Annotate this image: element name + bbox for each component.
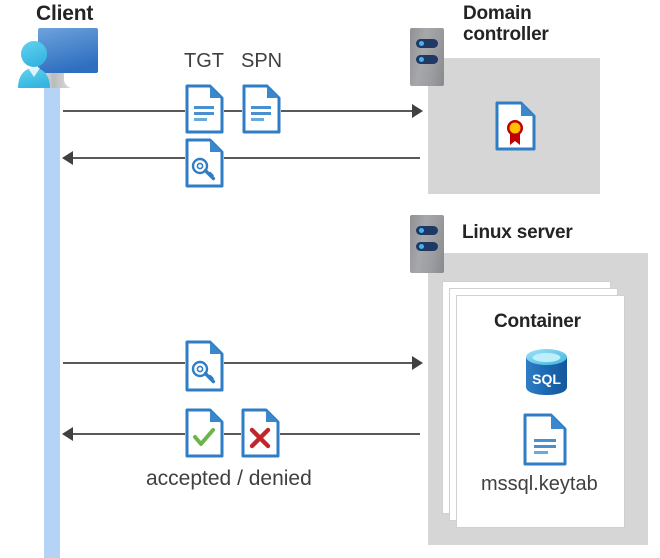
container-title: Container [494,311,581,332]
document-check-icon-accepted [185,408,224,458]
document-icon-tgt [185,84,224,134]
flow-arrowhead-client-to-linux [412,356,423,370]
flow-line-dc-to-client [72,157,420,159]
server-rack-icon-linux-server [410,215,444,273]
document-certificate-icon [495,101,536,151]
flow-arrowhead-dc-to-client [62,151,73,165]
flow-line-client-to-dc [63,110,413,112]
document-cross-icon-denied [241,408,280,458]
flow-arrowhead-client-to-dc [412,104,423,118]
keytab-filename-label: mssql.keytab [481,473,598,495]
sql-database-icon: SQL [524,348,569,396]
domain-controller-title: Domain controller [463,3,549,46]
sql-database-label: SQL [532,371,561,387]
document-icon-keytab [523,413,567,466]
server-rack-icon-domain-controller [410,28,444,86]
linux-server-title: Linux server [462,222,573,243]
flow-arrowhead-linux-to-client [62,427,73,441]
document-key-icon-ticket-bottom [185,340,224,392]
client-lifeline [44,64,60,558]
accepted-denied-label: accepted / denied [146,467,312,490]
document-key-icon-ticket-top [185,138,224,188]
flow-line-client-to-linux [63,362,413,364]
document-icon-spn [242,84,281,134]
spn-label: SPN [241,50,283,72]
container-card-front [456,295,625,528]
tgt-label: TGT [184,50,224,72]
client-workstation-icon [10,24,102,92]
client-title: Client [36,2,94,25]
